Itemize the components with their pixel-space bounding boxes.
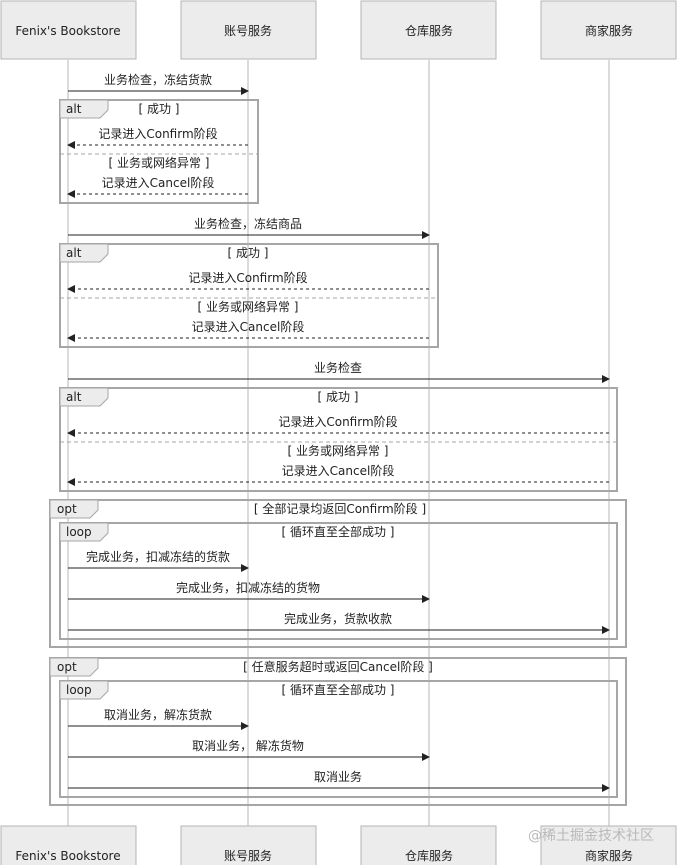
message-label: 取消业务	[314, 769, 362, 784]
message-label: 记录进入Confirm阶段	[188, 270, 307, 285]
message-label: 业务检查，冻结货款	[104, 72, 212, 87]
frame-guard: [ 成功 ]	[228, 246, 269, 260]
message-label: 业务检查	[314, 360, 362, 375]
watermark: @稀土掘金技术社区	[528, 828, 654, 844]
participant-label: 仓库服务	[405, 23, 453, 38]
frame-guard: [ 全部记录均返回Confirm阶段 ]	[254, 501, 426, 516]
message-label: 记录进入Cancel阶段	[282, 463, 395, 478]
frame-else-guard: [ 业务或网络异常 ]	[198, 299, 299, 314]
participant-label: 商家服务	[585, 848, 633, 863]
frame-operator: opt	[57, 502, 77, 516]
participant-label: Fenix's Bookstore	[15, 849, 120, 863]
frame-operator: loop	[66, 683, 92, 697]
loop-frame-cancel: loop [ 循环直至全部成功 ]	[59, 680, 618, 798]
loop-frame-confirm: loop [ 循环直至全部成功 ]	[59, 522, 618, 640]
message-label: 业务检查，冻结商品	[194, 216, 302, 231]
frame-operator: alt	[66, 246, 82, 260]
opt-frame-cancel: opt [ 任意服务超时或返回Cancel阶段 ]	[49, 657, 627, 806]
participant-merchant-top: 商家服务	[540, 0, 677, 60]
participant-merchant-bottom: 商家服务	[540, 825, 677, 865]
participant-warehouse-bottom: 仓库服务	[360, 825, 497, 865]
frame-operator: alt	[66, 390, 82, 404]
frame-operator: opt	[57, 660, 77, 674]
alt-frame-merchant: alt [ 成功 ] [ 业务或网络异常 ]	[59, 387, 618, 492]
frame-guard: [ 任意服务超时或返回Cancel阶段 ]	[243, 659, 433, 674]
alt-frame-warehouse: alt [ 成功 ] [ 业务或网络异常 ]	[59, 243, 439, 348]
message-label: 记录进入Cancel阶段	[192, 319, 305, 334]
participant-account-bottom: 账号服务	[180, 825, 317, 865]
message-label: 完成业务，扣减冻结的货物	[176, 580, 320, 595]
frame-operator: loop	[66, 525, 92, 539]
frame-operator: alt	[66, 102, 82, 116]
frame-else-guard: [ 业务或网络异常 ]	[109, 155, 210, 170]
participant-account-top: 账号服务	[180, 0, 317, 60]
participant-bookstore-bottom: Fenix's Bookstore	[0, 825, 137, 865]
message-label: 取消业务， 解冻货物	[192, 738, 304, 753]
opt-frame-confirm: opt [ 全部记录均返回Confirm阶段 ]	[49, 499, 627, 648]
frame-guard: [ 循环直至全部成功 ]	[282, 682, 395, 697]
message-label: 记录进入Confirm阶段	[278, 414, 397, 429]
frame-guard: [ 成功 ]	[139, 102, 180, 116]
participant-label: 账号服务	[224, 848, 272, 863]
participant-warehouse-top: 仓库服务	[360, 0, 497, 60]
message-label: 完成业务，货款收款	[284, 611, 392, 626]
frame-guard: [ 成功 ]	[318, 390, 359, 404]
message-label: 记录进入Confirm阶段	[98, 126, 217, 141]
participant-label: Fenix's Bookstore	[15, 24, 120, 38]
frame-else-guard: [ 业务或网络异常 ]	[288, 443, 389, 458]
participant-label: 账号服务	[224, 23, 272, 38]
participant-label: 商家服务	[585, 23, 633, 38]
frame-guard: [ 循环直至全部成功 ]	[282, 524, 395, 539]
message-label: 记录进入Cancel阶段	[102, 175, 215, 190]
alt-frame-account: alt [ 成功 ] [ 业务或网络异常 ]	[59, 99, 259, 204]
message-label: 取消业务，解冻货款	[104, 707, 212, 722]
message-label: 完成业务，扣减冻结的货款	[86, 549, 230, 564]
participant-bookstore-top: Fenix's Bookstore	[0, 0, 137, 60]
participant-label: 仓库服务	[405, 848, 453, 863]
